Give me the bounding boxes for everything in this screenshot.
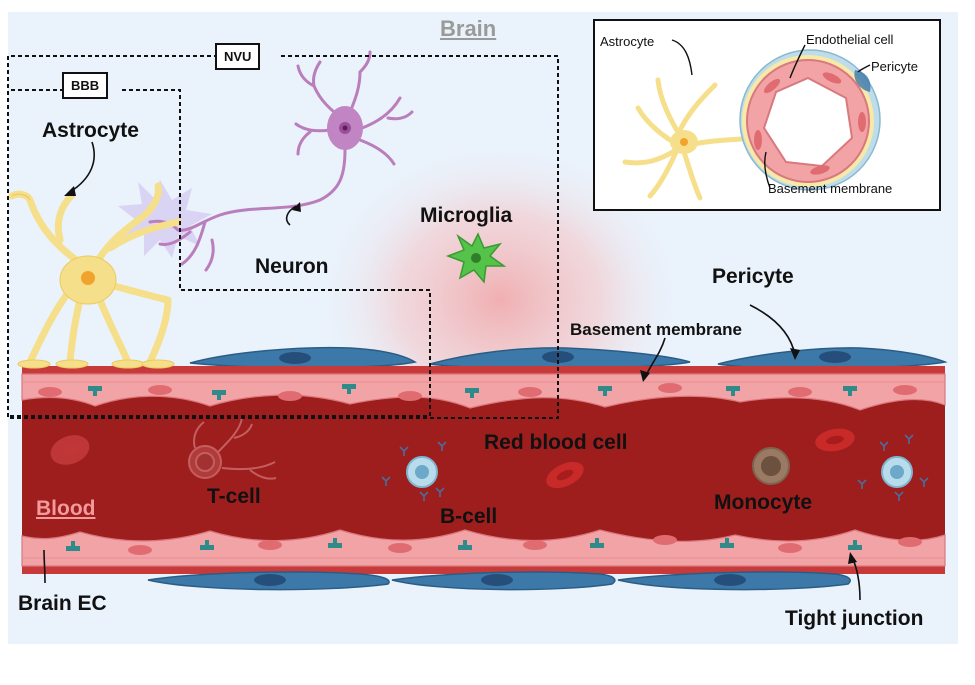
b-cell-label: B-cell — [440, 505, 498, 528]
tight-junctions — [66, 384, 862, 551]
brain-label: Brain — [440, 16, 497, 41]
astrocyte-label: Astrocyte — [42, 119, 139, 142]
neuron-shape — [118, 50, 414, 272]
red-blood-cell-label: Red blood cell — [484, 431, 628, 454]
microglia-label: Microglia — [420, 204, 513, 227]
inset-panel — [593, 19, 941, 211]
bbb-dashed-boundary — [8, 89, 431, 417]
nvu-box-label: NVU — [215, 43, 261, 70]
tight-junction-label: Tight junction — [785, 607, 924, 630]
b-cells — [381, 434, 929, 501]
inset-astrocyte-label: Astrocyte — [600, 34, 655, 49]
nvu-dashed-boundary — [7, 55, 559, 419]
inset-basement-membrane-label: Basement membrane — [768, 181, 893, 196]
t-cell-label: T-cell — [207, 485, 261, 508]
basement-membrane-label: Basement membrane — [570, 320, 742, 339]
neuron-label: Neuron — [255, 255, 329, 278]
pericyte-label: Pericyte — [712, 265, 794, 288]
label-arrows — [43, 141, 861, 601]
monocyte-label: Monocyte — [714, 491, 813, 514]
red-blood-cells — [50, 428, 855, 489]
arrowheads — [64, 186, 857, 564]
pericytes-top — [189, 346, 948, 370]
microglia-shape — [445, 232, 507, 284]
t-cell-shape — [188, 417, 277, 480]
pericytes-bottom — [147, 571, 851, 591]
blood-vessel — [21, 366, 946, 574]
bbb-box-label: BBB — [62, 72, 109, 99]
inset-pericyte-label: Pericyte — [871, 59, 918, 74]
monocyte-shape — [752, 447, 790, 485]
brain-ec-label: Brain EC — [18, 592, 107, 615]
blood-label: Blood — [36, 497, 96, 520]
astrocyte-shape — [8, 182, 182, 369]
inset-endothelial-cell-label: Endothelial cell — [806, 32, 894, 47]
